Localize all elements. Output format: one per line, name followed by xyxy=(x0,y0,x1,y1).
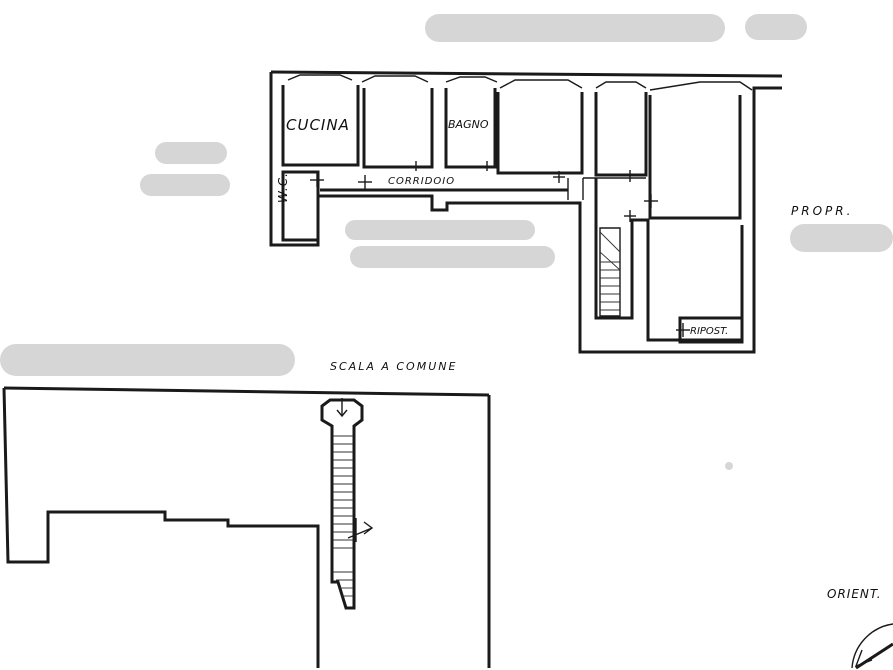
common-stair-label: SCALA A COMUNE xyxy=(330,360,458,373)
redaction-marks xyxy=(0,14,893,470)
room-label-bathroom: BAGNO xyxy=(448,118,489,131)
apartment-stair xyxy=(599,227,621,317)
room-label-wc: W.C. xyxy=(276,172,290,203)
common-stair xyxy=(320,398,374,610)
apartment-plan xyxy=(269,70,783,354)
neighbor-label: PROPR. xyxy=(791,204,854,218)
room-label-kitchen: CUCINA xyxy=(286,116,350,134)
room-label-storage: RIPOST. xyxy=(690,326,729,337)
orientation-label: ORIENT. xyxy=(827,587,882,601)
north-arrow-icon xyxy=(851,623,893,670)
room-label-corridor: CORRIDOIO xyxy=(388,176,456,187)
building-outline xyxy=(2,386,491,668)
